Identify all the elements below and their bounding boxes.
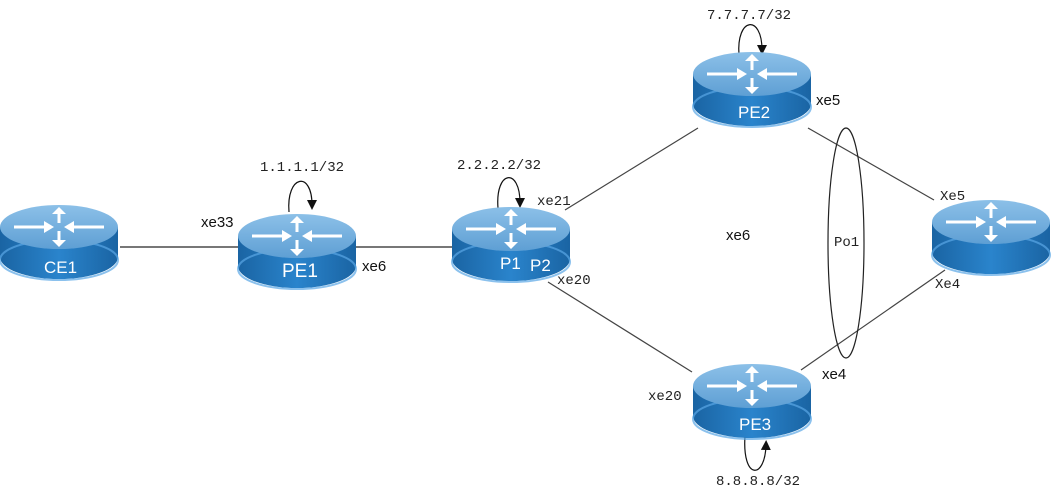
router-label-p1: P1 <box>500 254 521 273</box>
link-pe3-ce2 <box>800 269 946 371</box>
router-pe2[interactable]: PE2 <box>691 50 813 129</box>
loopback-arrow-p1 <box>497 177 525 209</box>
router-label-ce1: CE1 <box>44 258 77 277</box>
router-ce1[interactable]: CE1 <box>0 203 120 282</box>
interface-label-pe3-xe20: xe20 <box>648 389 682 405</box>
loopback-label-pe1: 1.1.1.1/32 <box>260 160 344 176</box>
router-pe3[interactable]: PE3 <box>691 362 813 441</box>
loopback-label-pe2: 7.7.7.7/32 <box>707 8 791 24</box>
router-label-pe2: PE2 <box>738 103 770 122</box>
loopback-label-p1: 2.2.2.2/32 <box>457 158 541 174</box>
router-icon <box>930 198 1052 277</box>
interface-label-ce2-xe5: Xe5 <box>940 189 965 205</box>
port-channel-ellipse <box>827 127 865 359</box>
interface-label-p1-xe21: xe21 <box>537 194 571 210</box>
interface-label-pe1-xe33: xe33 <box>201 214 234 231</box>
router-label-pe1: PE1 <box>282 261 318 282</box>
loopback-arrow-pe3 <box>744 435 771 471</box>
link-pe2-ce2 <box>807 127 935 201</box>
loopback-arrow-pe2 <box>738 24 767 56</box>
interface-label-p1-xe20: xe20 <box>557 273 591 289</box>
router-p1[interactable]: P1 P2 <box>450 205 572 284</box>
loopback-arrow-pe1 <box>288 180 317 213</box>
router-ce2[interactable] <box>930 198 1052 277</box>
router-pe1[interactable]: PE1 <box>236 212 358 291</box>
link-p1-pe3 <box>547 281 693 373</box>
router-label-p2: P2 <box>530 256 551 275</box>
interface-label-pe1-xe6: xe6 <box>362 258 386 275</box>
router-label-pe3: PE3 <box>739 415 771 434</box>
interface-label-center-xe6: xe6 <box>726 227 750 244</box>
loopback-label-pe3: 8.8.8.8/32 <box>716 474 800 490</box>
interface-label-pe2-xe5: xe5 <box>816 92 840 109</box>
interface-label-pe3-xe4: xe4 <box>822 366 846 383</box>
link-p1-pe2 <box>564 127 699 211</box>
port-channel-label: Po1 <box>834 235 859 251</box>
interface-label-ce2-xe4: Xe4 <box>935 277 960 293</box>
